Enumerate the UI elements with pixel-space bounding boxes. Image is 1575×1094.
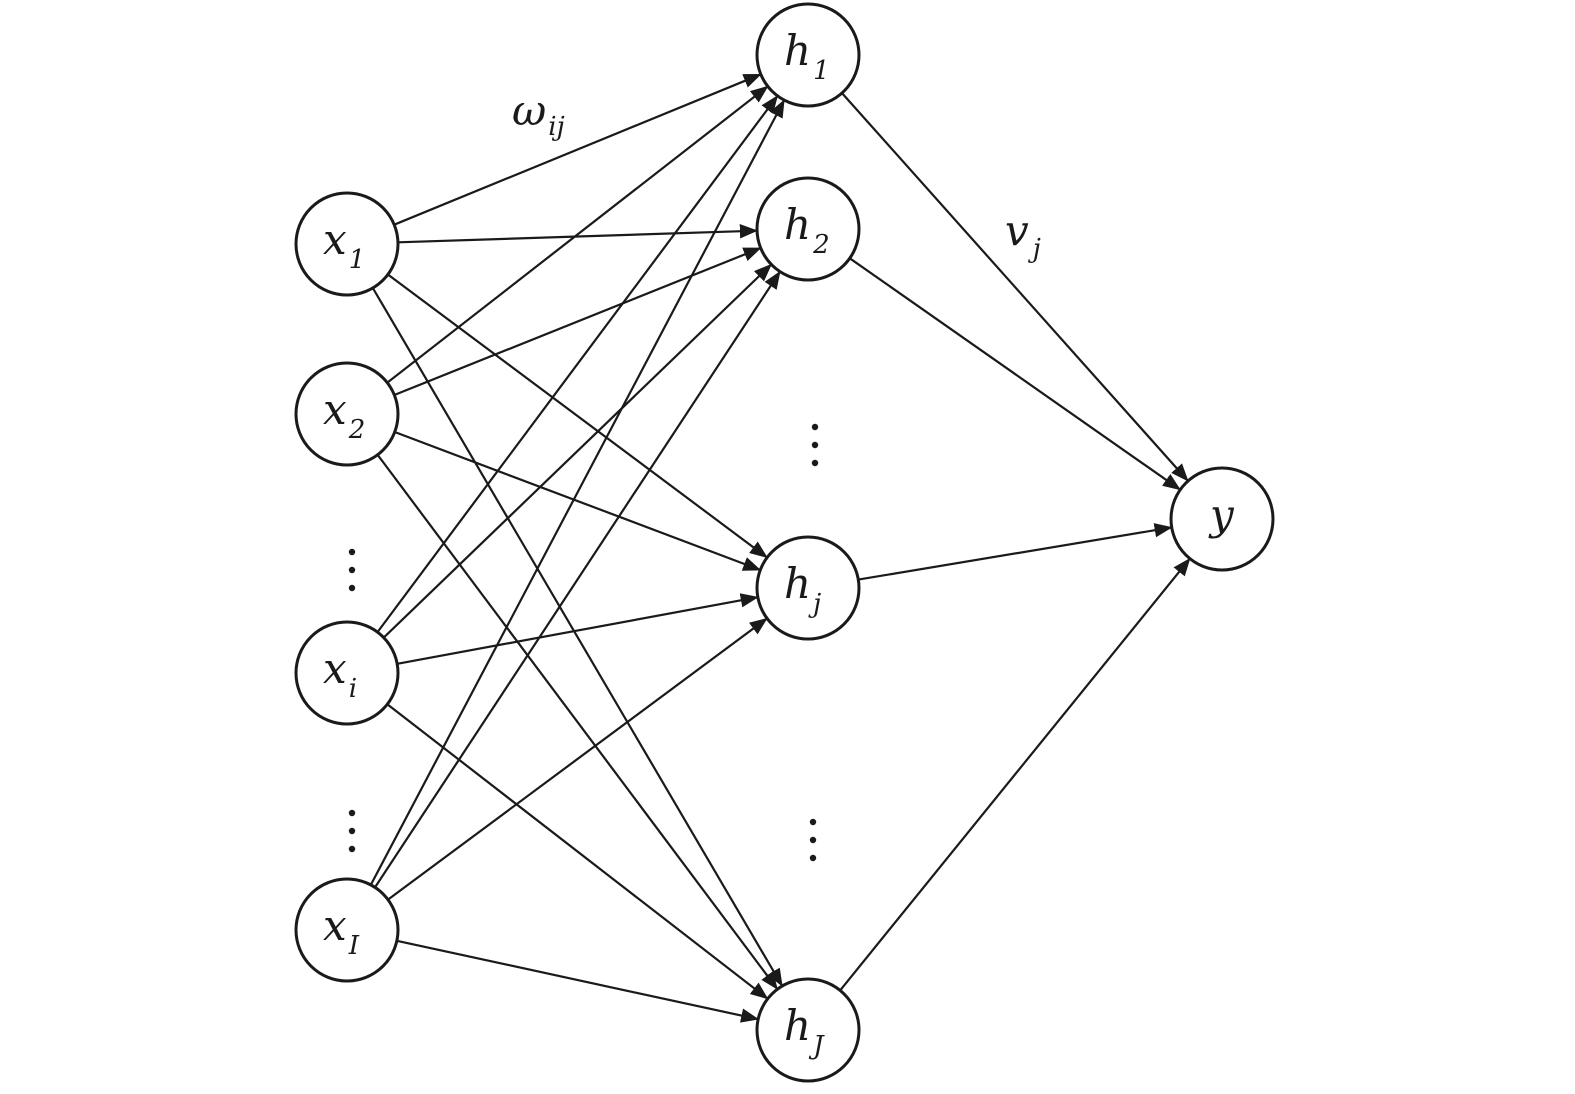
- node-x2-label: x2: [323, 385, 365, 445]
- node-y: y: [1169, 466, 1275, 572]
- node-h1-sub: 1: [813, 56, 830, 86]
- node-h1-label: h1: [784, 26, 830, 86]
- node-hJ-sub: J: [808, 1031, 825, 1061]
- node-x2: x2: [294, 361, 400, 467]
- edge-hJ-to-y: [839, 557, 1191, 992]
- edge-x2-to-h2: [393, 246, 762, 397]
- node-xi: xi: [294, 620, 400, 726]
- edge-xi-to-h1: [376, 95, 779, 633]
- hidden-ellipsis-upper: [811, 423, 819, 467]
- input-ellipsis-lower: [348, 809, 356, 853]
- node-h2: h2: [755, 176, 861, 282]
- weight-label-v-main: v: [1005, 206, 1029, 255]
- node-x1: x1: [294, 191, 400, 297]
- node-hJ-main: h: [784, 1001, 811, 1050]
- node-h2-main: h: [784, 200, 811, 249]
- edge-xI-to-h2: [374, 270, 781, 889]
- edge-x2-to-hJ: [376, 454, 779, 990]
- node-x1-main: x: [323, 215, 347, 264]
- node-xI-label: xI: [323, 901, 360, 961]
- node-y-label: y: [1208, 490, 1235, 539]
- edge-xI-to-hj: [387, 617, 768, 901]
- weight-label-v-sub: j: [1028, 234, 1041, 264]
- node-xI: xI: [294, 877, 400, 983]
- edge-x2-to-h1: [386, 85, 769, 384]
- node-xI-main: x: [323, 901, 347, 950]
- input-ellipsis-upper: [348, 548, 356, 592]
- edge-x1-to-hj: [387, 273, 768, 559]
- node-x2-main: x: [323, 385, 347, 434]
- edge-x2-to-hj: [394, 430, 762, 572]
- node-hj: hj: [755, 535, 861, 641]
- edge-xI-to-h1: [369, 99, 786, 886]
- node-xi-label: xi: [323, 644, 357, 704]
- node-x1-sub: 1: [349, 245, 366, 275]
- node-hj-circle: [755, 535, 861, 641]
- node-h1-circle: [755, 2, 861, 108]
- node-h1: h1: [755, 2, 861, 108]
- node-xI-sub: I: [348, 931, 360, 961]
- edge-x1-to-h2: [397, 224, 758, 244]
- node-hJ-label: hJ: [784, 1001, 825, 1061]
- node-hJ: hJ: [755, 977, 861, 1083]
- node-xi-circle: [294, 620, 400, 726]
- node-hJ-circle: [755, 977, 861, 1083]
- weight-label-omega-main: ω: [512, 86, 546, 135]
- node-h2-circle: [755, 176, 861, 282]
- weight-label-omega-sub: ij: [548, 112, 564, 142]
- node-h2-label: h2: [784, 200, 830, 260]
- node-xi-main: x: [323, 644, 347, 693]
- edges-layer: [369, 73, 1191, 1023]
- node-x2-circle: [294, 361, 400, 467]
- node-x1-label: x1: [323, 215, 365, 275]
- node-y-circle: [1169, 466, 1275, 572]
- edge-x1-to-hJ: [371, 287, 784, 987]
- edge-x1-to-h1: [393, 73, 762, 226]
- node-h2-sub: 2: [812, 230, 830, 260]
- weight-label-omega: ωij: [512, 86, 565, 142]
- edge-h2-to-y: [849, 257, 1181, 491]
- node-h1-main: h: [784, 26, 811, 75]
- edge-xi-to-hJ: [386, 703, 769, 1000]
- node-xi-sub: i: [349, 674, 357, 704]
- node-xI-circle: [294, 877, 400, 983]
- node-x1-circle: [294, 191, 400, 297]
- hidden-ellipsis-lower: [809, 818, 817, 862]
- edge-xi-to-hj: [397, 593, 759, 665]
- node-x2-sub: 2: [348, 415, 366, 445]
- edge-xi-to-h2: [382, 263, 773, 639]
- edge-xI-to-hJ: [396, 939, 760, 1023]
- node-y-main: y: [1208, 490, 1235, 539]
- node-hj-main: h: [784, 559, 811, 608]
- edge-h1-to-y: [841, 92, 1189, 482]
- edge-hj-to-y: [858, 523, 1173, 581]
